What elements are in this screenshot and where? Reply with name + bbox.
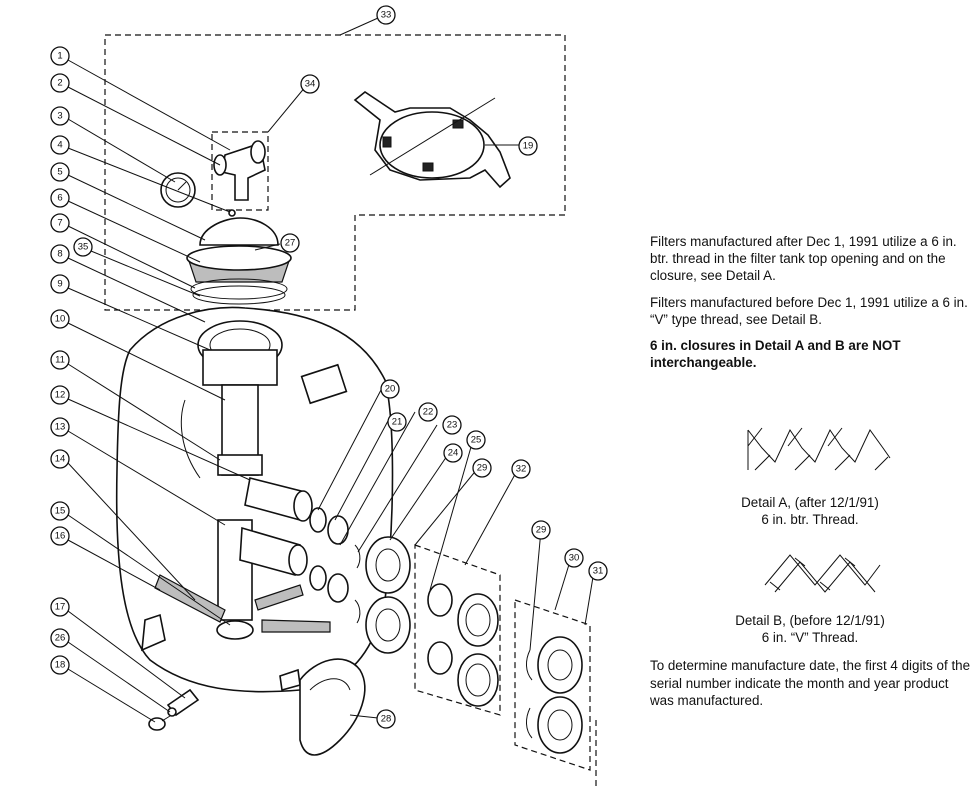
svg-text:8: 8 [57,249,62,260]
svg-text:33: 33 [381,10,392,21]
svg-text:12: 12 [55,390,66,401]
group-33-boundary [104,34,566,311]
callout-29-lower: 29 [531,520,551,540]
callout-22: 22 [418,402,438,422]
callout-32: 32 [511,459,531,479]
callout-13: 13 [50,417,70,437]
callout-12: 12 [50,385,70,405]
valve-wrench [353,91,511,189]
leader-lines [67,17,595,723]
port-fittings [309,507,583,754]
svg-text:4: 4 [57,140,62,151]
internal-pipes [154,320,331,640]
svg-text:34: 34 [305,79,316,90]
callout-1: 1 [50,46,70,66]
note-not-interchangeable: 6 in. closures in Detail A and B are NOT… [650,338,901,370]
svg-text:14: 14 [55,454,66,465]
callout-28: 28 [376,709,396,729]
callout-34: 34 [300,74,320,94]
svg-text:20: 20 [385,384,396,395]
svg-text:9: 9 [57,279,62,290]
callout-15: 15 [50,501,70,521]
svg-text:13: 13 [55,422,66,433]
drain-and-base [148,658,366,756]
svg-text:16: 16 [55,531,66,542]
svg-text:18: 18 [55,660,66,671]
svg-text:1: 1 [57,51,62,62]
svg-text:24: 24 [448,448,459,459]
group-34-boundary [211,131,269,211]
callout-9: 9 [50,274,70,294]
group-31-boundary [514,599,591,771]
callout-16: 16 [50,526,70,546]
callout-35: 35 [73,237,93,257]
callout-25: 25 [466,430,486,450]
callout-17: 17 [50,597,70,617]
callout-10: 10 [50,309,70,329]
note-after-1991: Filters manufactured after Dec 1, 1991 u… [650,234,957,283]
detail-b-title: Detail B, (before 12/1/91) [735,613,885,628]
svg-text:2: 2 [57,78,62,89]
svg-text:15: 15 [55,506,66,517]
group-32-boundary [414,544,501,716]
svg-text:25: 25 [471,435,482,446]
svg-text:10: 10 [55,314,66,325]
callout-33: 33 [376,5,396,25]
callout-29-upper: 29 [472,458,492,478]
svg-text:29: 29 [536,525,547,536]
svg-text:23: 23 [447,420,458,431]
callout-30: 30 [564,548,584,568]
svg-text:30: 30 [569,553,580,564]
svg-text:32: 32 [516,464,527,475]
callout-6: 6 [50,188,70,208]
callout-5: 5 [50,162,70,182]
callout-20: 20 [380,379,400,399]
detail-a-subtitle: 6 in. btr. Thread. [761,512,859,527]
svg-text:19: 19 [523,141,534,152]
callout-23: 23 [442,415,462,435]
callout-7: 7 [50,213,70,233]
svg-text:7: 7 [57,218,62,229]
detail-b-caption: Detail B, (before 12/1/91) 6 in. “V” Thr… [700,612,920,646]
svg-text:11: 11 [55,355,65,366]
detail-b-thread-profile [764,554,881,593]
svg-text:17: 17 [55,602,66,613]
callout-19: 19 [518,136,538,156]
svg-text:21: 21 [392,417,403,428]
detail-a-thread-profile [747,427,891,471]
callout-14: 14 [50,449,70,469]
callout-31: 31 [588,561,608,581]
note-serial-number: To determine manufacture date, the first… [650,658,971,708]
callout-24: 24 [443,443,463,463]
svg-text:26: 26 [55,633,66,644]
detail-a-caption: Detail A, (after 12/1/91) 6 in. btr. Thr… [700,494,920,528]
svg-text:28: 28 [381,714,392,725]
callout-26: 26 [50,628,70,648]
callout-4: 4 [50,135,70,155]
callout-3: 3 [50,106,70,126]
note-before-1991: Filters manufactured before Dec 1, 1991 … [650,295,968,327]
callout-11: 11 [50,350,70,370]
pressure-gauge-assembly [160,140,266,217]
svg-text:22: 22 [423,407,434,418]
svg-text:5: 5 [57,167,62,178]
svg-text:3: 3 [57,111,62,122]
callout-2: 2 [50,73,70,93]
callout-21: 21 [387,412,407,432]
detail-b-subtitle: 6 in. “V” Thread. [761,630,859,645]
callout-8: 8 [50,244,70,264]
svg-text:27: 27 [285,238,296,249]
detail-a-title: Detail A, (after 12/1/91) [741,495,879,510]
svg-text:35: 35 [78,242,89,253]
svg-text:29: 29 [477,463,488,474]
svg-text:31: 31 [593,566,604,577]
svg-text:6: 6 [57,193,62,204]
callout-18: 18 [50,655,70,675]
callout-27: 27 [280,233,300,253]
